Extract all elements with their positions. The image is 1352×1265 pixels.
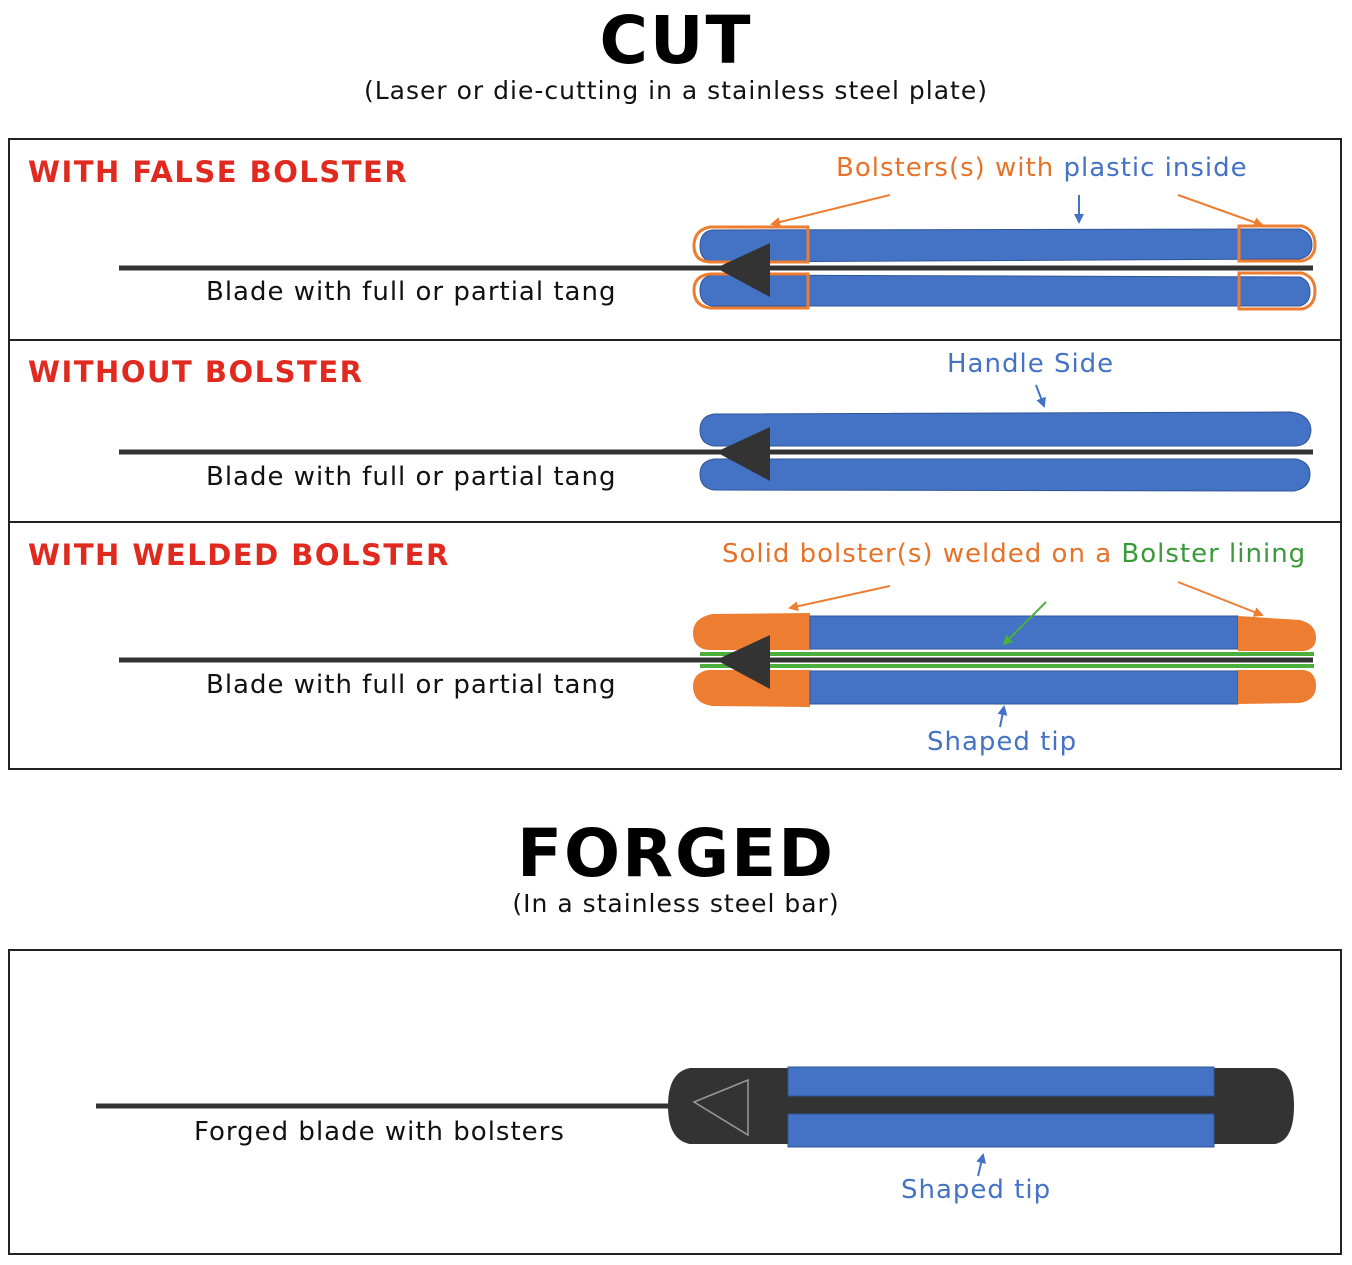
panel-divider (8, 521, 1342, 523)
forged-panel-frame (8, 949, 1342, 1255)
cut-title: CUT (599, 2, 753, 79)
forged-title: FORGED (516, 815, 836, 892)
bolster-annotation-orange: Bolsters(s) with (836, 153, 1064, 183)
panel-title-without-bolster: WITHOUT BOLSTER (28, 355, 364, 389)
bolster-annotation: Bolsters(s) with plastic inside (836, 153, 1248, 183)
welded-annotation-green: Bolster lining (1121, 539, 1307, 569)
welded-annotation-orange: Solid bolster(s) welded on a (722, 539, 1122, 569)
forged-subtitle: (In a stainless steel bar) (512, 889, 840, 918)
shaped-tip-label: Shaped tip (927, 727, 1078, 757)
cut-subtitle: (Laser or die-cutting in a stainless ste… (364, 76, 988, 105)
panel-title-welded-bolster: WITH WELDED BOLSTER (28, 538, 450, 572)
welded-bolster-annotation: Solid bolster(s) welded on a Bolster lin… (722, 539, 1306, 569)
panel-title-false-bolster: WITH FALSE BOLSTER (28, 155, 409, 189)
handle-side-label: Handle Side (947, 349, 1115, 379)
forged-shaped-tip-label: Shaped tip (901, 1175, 1052, 1205)
forged-blade-label: Forged blade with bolsters (194, 1117, 565, 1147)
bolster-annotation-blue: plastic inside (1063, 153, 1248, 183)
panel-divider (8, 339, 1342, 341)
blade-label: Blade with full or partial tang (206, 277, 617, 307)
blade-label: Blade with full or partial tang (206, 462, 617, 492)
blade-label: Blade with full or partial tang (206, 670, 617, 700)
